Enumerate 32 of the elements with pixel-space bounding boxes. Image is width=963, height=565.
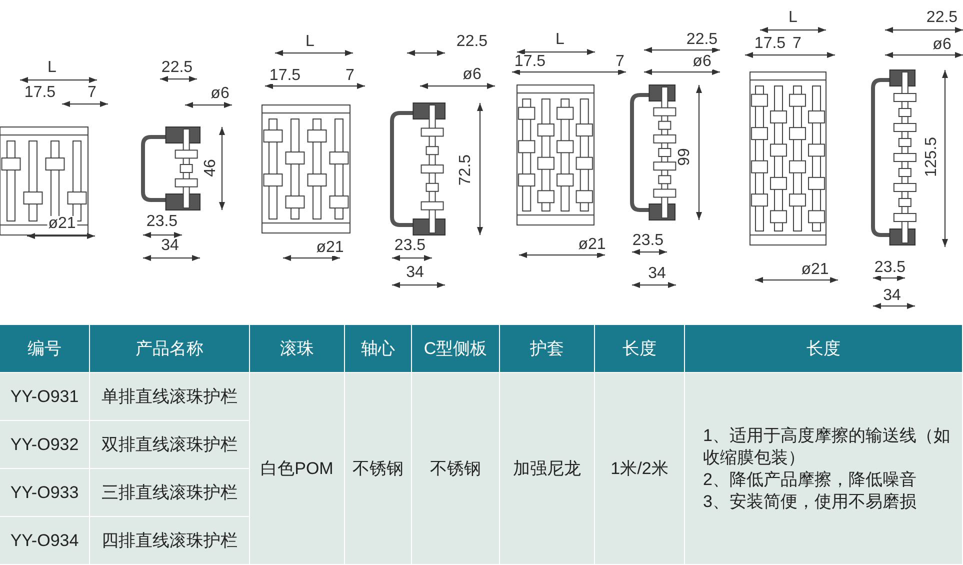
table-cell: YY-O933 (0, 469, 90, 517)
header-cell: 轴心 (345, 325, 412, 373)
header-cell: 护套 (500, 325, 595, 373)
dimension-label: 17.5 (513, 54, 547, 70)
note-text: 3、安装简便，使用不易磨损 (703, 490, 918, 512)
header-cell: 长度 (685, 325, 963, 373)
dimension-label: 23.5 (873, 260, 907, 276)
dimension-label: 7 (614, 54, 626, 70)
table-cell: 白色POM (250, 373, 345, 565)
header-cell: C型侧板 (412, 325, 500, 373)
note-text: 1、适用于高度摩擦的输送线（如收缩膜包装） (703, 424, 952, 468)
table-cell: 三排直线滚珠护栏 (90, 469, 250, 517)
table-cell: 单排直线滚珠护栏 (90, 373, 250, 421)
note-text: 2、降低产品摩擦，降低噪音 (703, 468, 918, 490)
dimension-label: ø21 (577, 237, 607, 253)
table-cell: YY-O932 (0, 421, 90, 469)
header-cell: 滚珠 (250, 325, 345, 373)
table-cell: 1米/2米 (595, 373, 685, 565)
table-cell: 四排直线滚珠护栏 (90, 517, 250, 565)
table-cell: 加强尼龙 (500, 373, 595, 565)
dimension-label: 22.5 (685, 32, 719, 48)
header-cell: 产品名称 (90, 325, 250, 373)
dimension-label: 17.5 (268, 68, 302, 84)
dimension-label: ø6 (692, 54, 712, 70)
table-cell: YY-O934 (0, 517, 90, 565)
table-cell: 双排直线滚珠护栏 (90, 421, 250, 469)
table-cell: 不锈钢 (345, 373, 412, 565)
table-cell: YY-O931 (0, 373, 90, 421)
table-cell: 不锈钢 (412, 373, 500, 565)
header-cell: 长度 (595, 325, 685, 373)
header-cell: 编号 (0, 325, 90, 373)
dimension-label: ø21 (315, 240, 345, 256)
